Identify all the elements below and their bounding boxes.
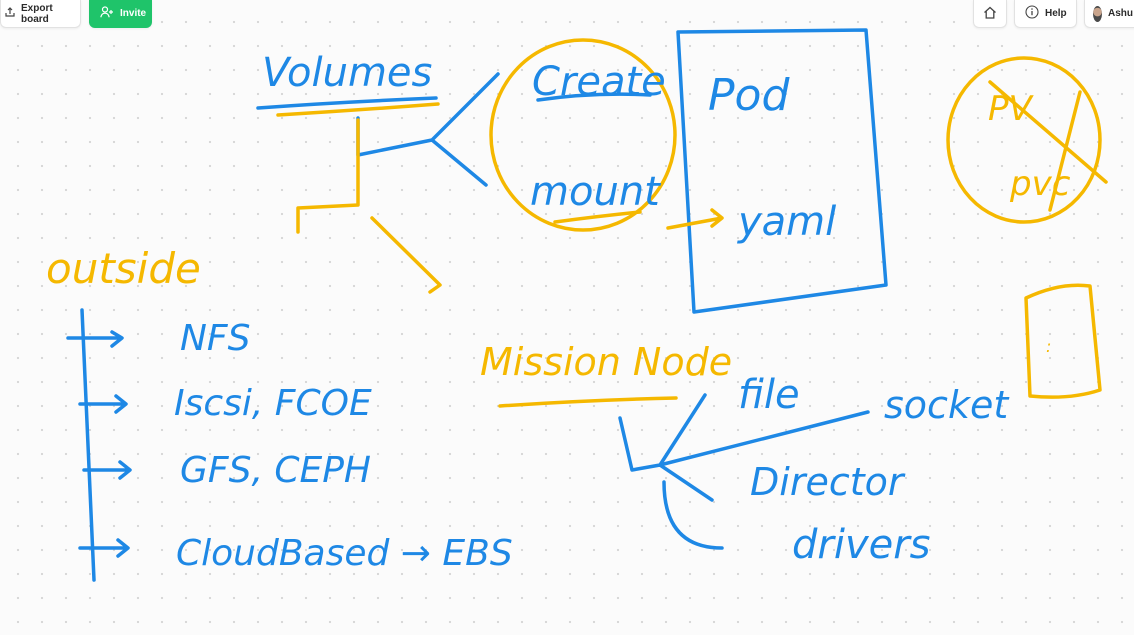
outside-trunk — [80, 308, 96, 582]
file-text: file — [738, 372, 800, 418]
avatar — [1093, 5, 1102, 22]
outside-item-iscsi: Iscsi, FCOE — [174, 383, 372, 424]
mission-node-underline — [498, 396, 678, 408]
create-mount-circle — [489, 38, 677, 232]
directory-text: Director — [750, 460, 906, 504]
export-board-label: Export board — [21, 2, 53, 25]
mission-node-tree — [618, 393, 870, 550]
volumes-underline — [256, 96, 438, 110]
invite-button[interactable]: Invite — [89, 0, 152, 28]
pv-pvc-circle — [946, 56, 1102, 224]
volumes-text: Volumes — [262, 50, 432, 96]
export-icon — [5, 7, 15, 20]
pvc-text: pvc — [1009, 164, 1071, 204]
help-button[interactable]: Help — [1014, 0, 1077, 28]
mount-underline — [553, 210, 642, 224]
create-text: Create — [532, 59, 666, 105]
mission-node-text: Mission Node — [480, 340, 732, 384]
info-icon — [1025, 5, 1039, 22]
home-button[interactable] — [973, 0, 1007, 28]
add-user-icon — [100, 6, 114, 21]
outside-item-cloud: CloudBased → EBS — [176, 533, 513, 574]
yaml-text: yaml — [737, 199, 836, 245]
export-board-button[interactable]: Export board — [0, 0, 81, 28]
outside-branches — [66, 330, 132, 558]
home-icon — [983, 6, 997, 22]
mount-to-yaml-arrow — [666, 208, 724, 230]
outside-text: outside — [46, 244, 201, 293]
mount-text: mount — [530, 169, 661, 215]
pod-text: Pod — [708, 70, 790, 121]
volumes-underline-yellow — [276, 102, 440, 117]
user-menu[interactable]: Ashu — [1084, 0, 1134, 28]
help-label: Help — [1045, 8, 1067, 19]
pv-pvc-cross — [988, 80, 1108, 212]
socket-text: socket — [884, 383, 1010, 427]
volumes-branch-yellow — [296, 118, 442, 294]
user-name: Ashu — [1108, 8, 1133, 19]
outside-item-nfs: NFS — [180, 318, 251, 359]
invite-label: Invite — [120, 8, 147, 19]
pod-box — [676, 28, 888, 314]
drivers-text: drivers — [792, 522, 931, 568]
outside-item-gfs: GFS, CEPH — [180, 450, 371, 491]
pv-text: PV — [988, 89, 1035, 129]
socket-box-mark: : — [1046, 337, 1051, 356]
create-underline — [536, 92, 652, 102]
socket-box — [1024, 283, 1102, 399]
